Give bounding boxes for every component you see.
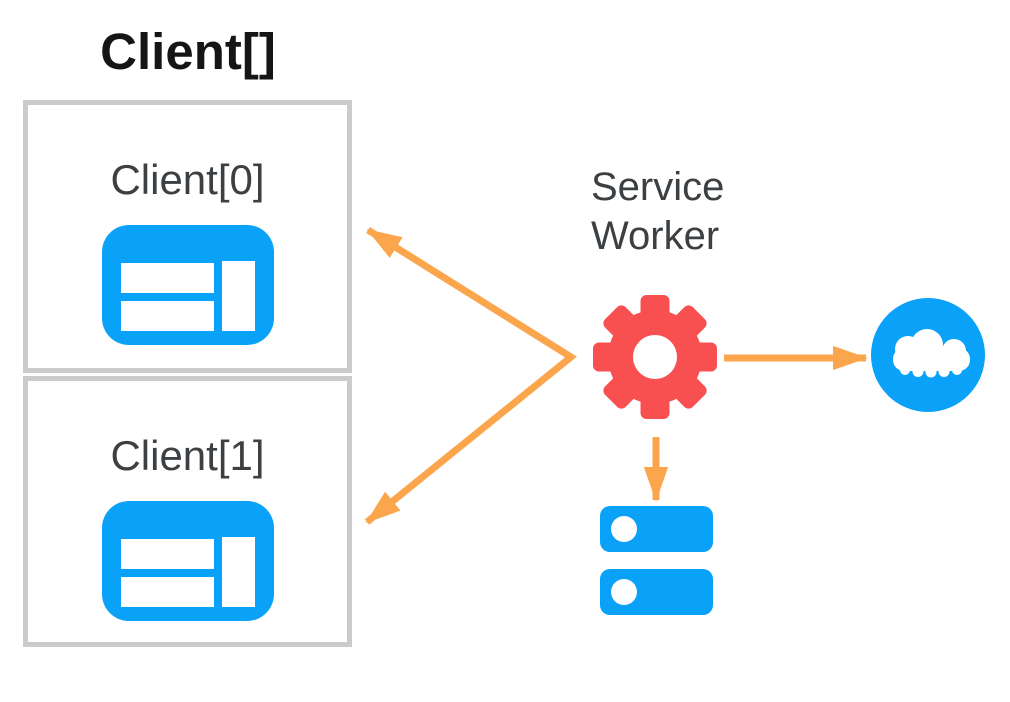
client-1-label: Client[1] — [110, 432, 265, 479]
browser-window-icon — [101, 225, 274, 345]
client-1-cell: Client[1] — [23, 376, 352, 647]
client-0-label: Client[0] — [110, 156, 265, 203]
page-title: Client[] — [100, 23, 276, 80]
database-dot — [611, 516, 637, 542]
database-icon — [600, 506, 713, 615]
database-dot — [611, 579, 637, 605]
arrow-sw-to-clients — [364, 227, 578, 525]
cloud-icon — [871, 298, 985, 412]
database-disk-bottom — [600, 569, 713, 615]
client-group-box: Client[0] Client[1] — [23, 100, 352, 647]
browser-window-icon — [101, 501, 274, 621]
service-worker-label: Service Worker — [591, 163, 724, 261]
service-worker-label-line2: Worker — [591, 214, 720, 258]
database-disk-top — [600, 506, 713, 552]
gear-icon — [593, 295, 717, 419]
client-0-cell: Client[0] — [23, 100, 352, 373]
service-worker-label-line1: Service — [591, 165, 725, 209]
